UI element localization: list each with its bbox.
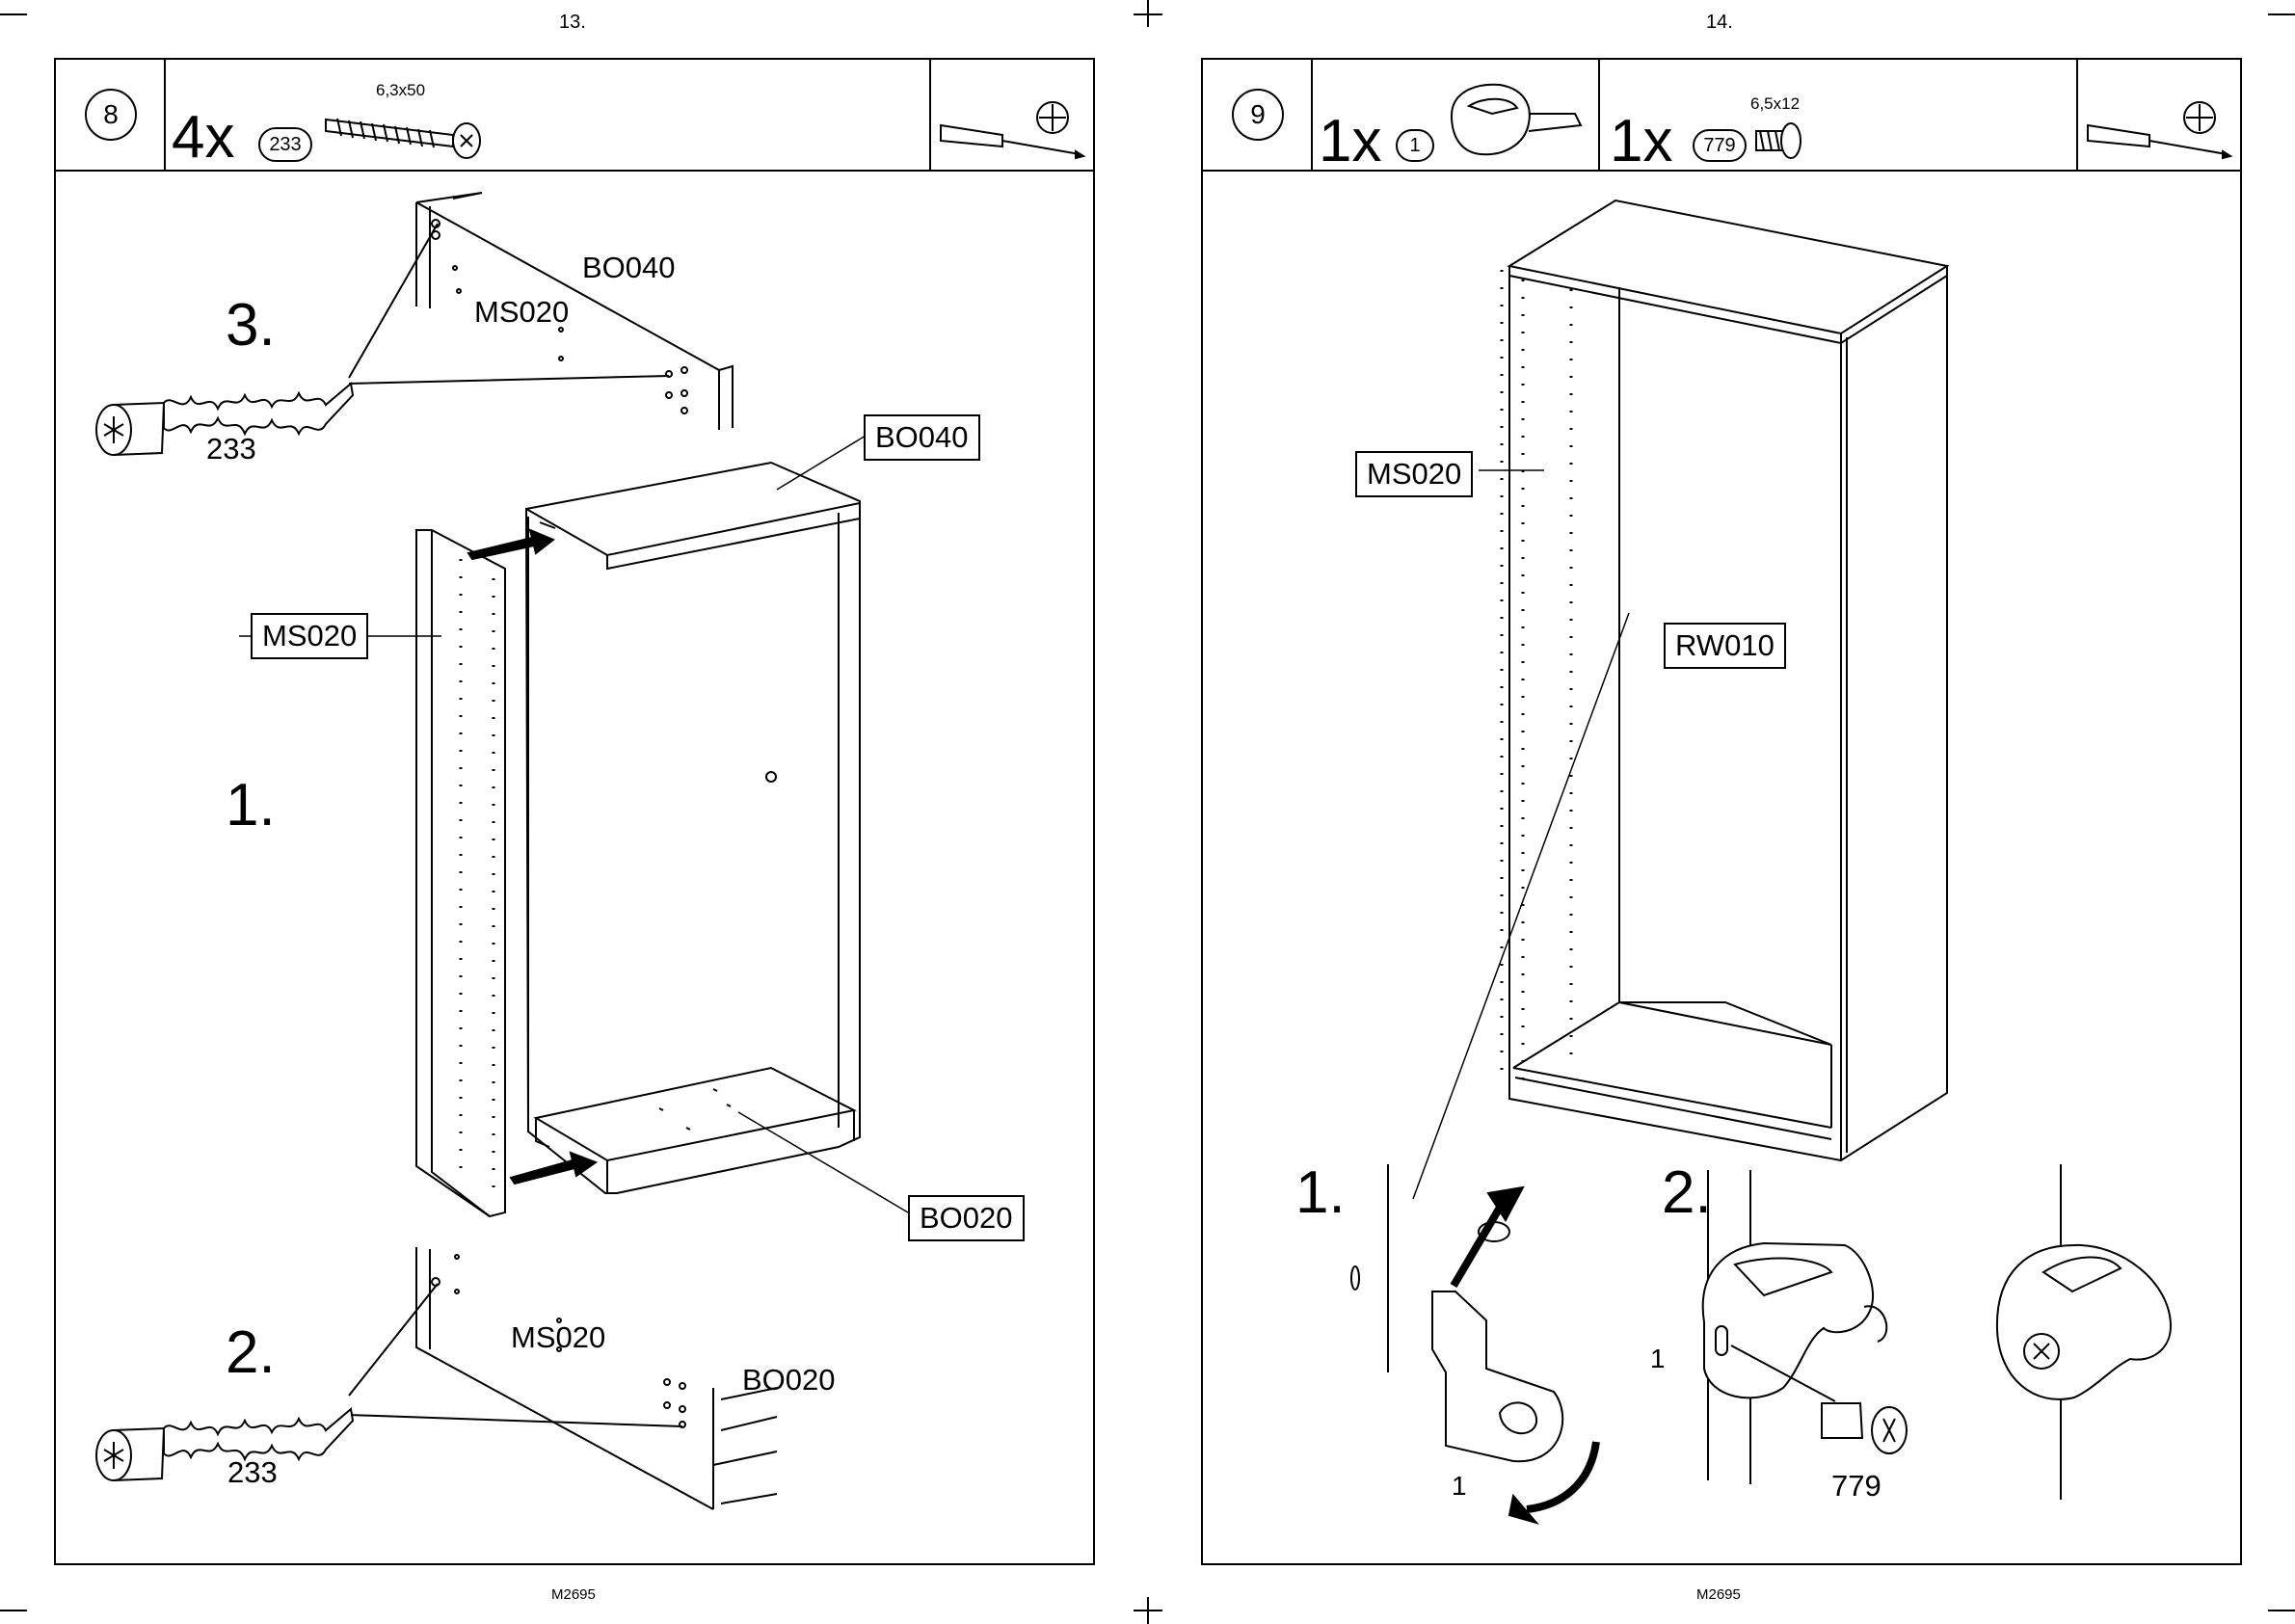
boxlabel-ms020-left: MS020 (251, 613, 368, 659)
detail-bottom-panels (349, 1247, 777, 1509)
label-part-1-screw: 1 (1650, 1344, 1666, 1374)
carcass-frame (526, 463, 860, 1193)
label-ms020-top: MS020 (474, 295, 569, 330)
phillips-head-icon-right (2184, 102, 2215, 133)
boxlabel-bo040: BO040 (864, 414, 980, 461)
boxlabel-bo020: BO020 (908, 1195, 1025, 1241)
label-screw-779: 779 (1831, 1469, 1881, 1504)
cam-installed-view (1997, 1164, 2171, 1500)
leader-lines-right (1413, 470, 1629, 1199)
screw-233-bottom (96, 1409, 353, 1480)
label-screw-233-bottom: 233 (227, 1455, 278, 1490)
cam-screw-detail (1703, 1170, 1907, 1484)
label-screw-233-top: 233 (206, 432, 256, 466)
label-bo040-top: BO040 (582, 251, 676, 285)
cam-lock-fitting-icon (1452, 85, 1581, 154)
boxlabel-rw010: RW010 (1664, 623, 1786, 669)
cam-install-detail (1351, 1164, 1596, 1523)
label-bo020-bottom: BO020 (742, 1363, 836, 1398)
insert-arrow-bottom (511, 1153, 596, 1184)
label-part-1-install: 1 (1452, 1471, 1467, 1502)
phillips-head-icon (1037, 102, 1068, 133)
cabinet-assembled (1509, 200, 1947, 1160)
screw-233-icon (326, 119, 480, 158)
screw-779-icon (1756, 123, 1801, 158)
label-ms020-bottom: MS020 (511, 1320, 605, 1355)
boxlabel-ms020-right: MS020 (1355, 451, 1473, 497)
